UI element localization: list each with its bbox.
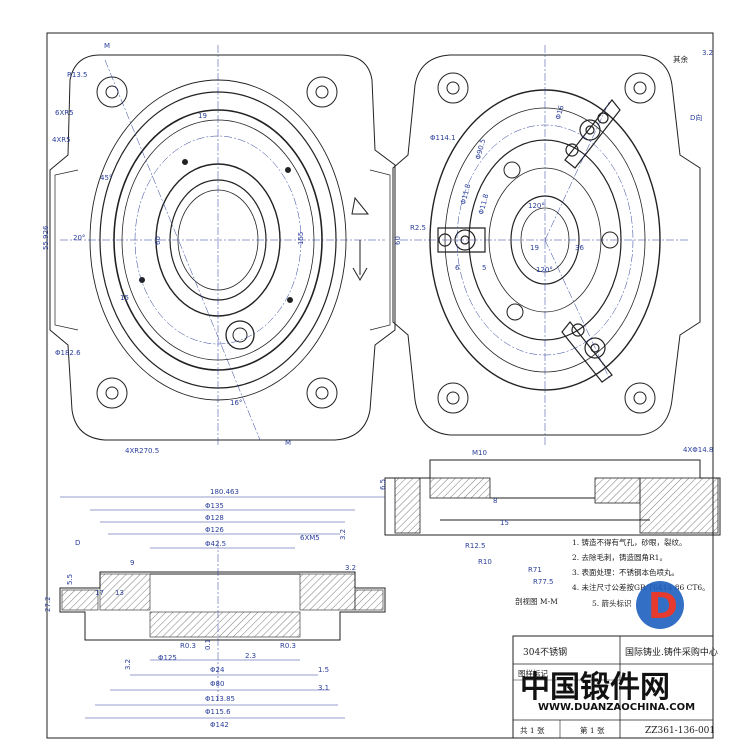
label-65: 6.5 [379,479,387,490]
left-view-labels: R13.5 6XR5 4XR5 55.926 Φ182.6 4XR270.5 4… [42,42,305,455]
label-d1826: Φ182.6 [55,349,81,357]
label-d80: Φ80 [210,680,224,688]
label-15: 15 [120,294,129,302]
company-label: 国际铸业.铸件采购中心 [625,646,718,658]
label-d142: Φ142 [210,721,229,729]
label-r125: R12.5 [465,542,485,550]
label-m10: M10 [472,449,487,457]
section-view-right [384,459,721,536]
label-6xm5: 6XM5 [300,534,320,542]
right-centerlines [400,45,690,445]
label-19: 19 [198,112,207,120]
label-9: 9 [130,559,134,567]
note-2: 2. 去除毛刺，铸造圆角R1。 [572,552,667,562]
label-d1156: Φ115.6 [205,708,231,716]
label-15b: 1.5 [318,666,329,674]
view-d-label: D向 [690,113,702,122]
label-r2705: 4XR270.5 [125,447,159,455]
label-r135: R13.5 [67,71,87,79]
label-4xd148: 4XΦ14.8 [683,446,713,454]
label-180: 180.463 [210,488,239,496]
sheets-total: 共 1 张 [520,726,545,735]
label-d425: Φ42.5 [205,540,226,548]
label-31: 3.1 [318,684,329,692]
label-D: D [75,539,80,547]
watermark: D 中国锻件网 WWW.DUANZAOCHINA.COM [520,581,695,713]
label-55: 5.5 [66,574,74,585]
material-label: 304不锈钢 [523,646,567,658]
watermark-logo [636,581,684,629]
label-r10: R10 [478,558,492,566]
label-d24: Φ24 [210,666,225,674]
label-d128: Φ128 [205,514,224,522]
label-d135: Φ135 [205,502,224,510]
label-d114: Φ114.1 [430,134,456,142]
section-title: 剖视图 M-M [515,596,558,606]
label-r6: 6 [455,264,460,272]
label-16: 16° [230,399,242,407]
label-15r: 15 [500,519,509,527]
svg-text:D: D [648,586,678,627]
section-right-labels: M10 6.5 R12.5 R10 R71 R77.5 8 15 剖视图 M-M [379,449,558,606]
section-dimension-lines [60,496,385,719]
title-block: 304不锈钢 国际铸业.铸件采购中心 图样标记 ZZ361-136-001 共 … [512,635,718,739]
label-r03b: R0.3 [280,642,296,650]
label-a120b: 120° [536,266,553,274]
label-55926: 55.926 [42,225,50,250]
note-3: 3. 表面处理：不锈钢本色喷丸。 [572,567,679,577]
row-labels: 图样标记 [518,668,548,678]
label-d126: Φ126 [205,526,224,534]
sheet-number: 第 1 张 [580,725,605,735]
label-r60: 60 [394,236,402,245]
label-r25: R2.5 [410,224,426,232]
technical-notes: 1. 铸造不得有气孔，砂眼，裂纹。 2. 去除毛刺，铸造圆角R1。 3. 表面处… [572,537,710,608]
left-centerlines [60,45,385,445]
label-r71: R71 [528,566,542,574]
right-view-labels: 其余 3.2 D向 Φ114.1 Φ90.5 Φ11.8 Φ11.8 R2.5 … [394,49,713,454]
note-1: 1. 铸造不得有气孔，砂眼，裂纹。 [572,537,687,547]
drawing-number: ZZ361-136-001 [645,726,715,736]
label-17: 17 [95,589,104,597]
label-M-bottom: M [285,439,291,447]
label-32a: 3.2 [339,529,347,540]
label-20: 20° [73,234,85,242]
label-60: 60 [154,236,162,245]
label-272: 27.2 [44,596,52,612]
label-d11385: Φ113.85 [205,695,235,703]
label-d125: Φ125 [158,654,177,662]
roughness-label: 其余 [673,54,688,64]
watermark-url: WWW.DUANZAOCHINA.COM [538,702,695,713]
label-r5: 5 [482,264,486,272]
label-8: 8 [493,497,497,505]
label-32b: 3.2 [345,564,356,572]
note-4: 4. 未注尺寸公差按GB/T6414-86 CT6。 [572,582,710,592]
label-13: 13 [115,589,124,597]
label-M-top: M [104,42,110,50]
label-155: 155 [297,232,305,245]
label-45: 45° [100,174,112,182]
roughness-value: 3.2 [702,49,713,57]
label-01: 0.1 [204,639,212,650]
label-4xr5: 4XR5 [52,136,71,144]
note-5: 5. 箭头标识 [592,598,632,608]
label-r19: 19 [530,244,539,252]
label-r03a: R0.3 [180,642,196,650]
label-23: 2.3 [245,652,256,660]
label-r36: 36 [575,244,584,252]
label-6xr5: 6XR5 [55,109,74,117]
drawing-border [46,32,714,739]
watermark-cn: 中国锻件网 [520,670,670,705]
section-view-left [59,571,386,641]
label-d16: Φ16 [554,104,566,121]
label-a120: 120° [528,202,545,210]
label-32c: 3.2 [124,659,132,670]
section-left-labels: 180.463 Φ135 Φ128 Φ126 Φ42.5 6XM5 27.2 5… [44,488,356,729]
label-r775: R77.5 [533,578,553,586]
